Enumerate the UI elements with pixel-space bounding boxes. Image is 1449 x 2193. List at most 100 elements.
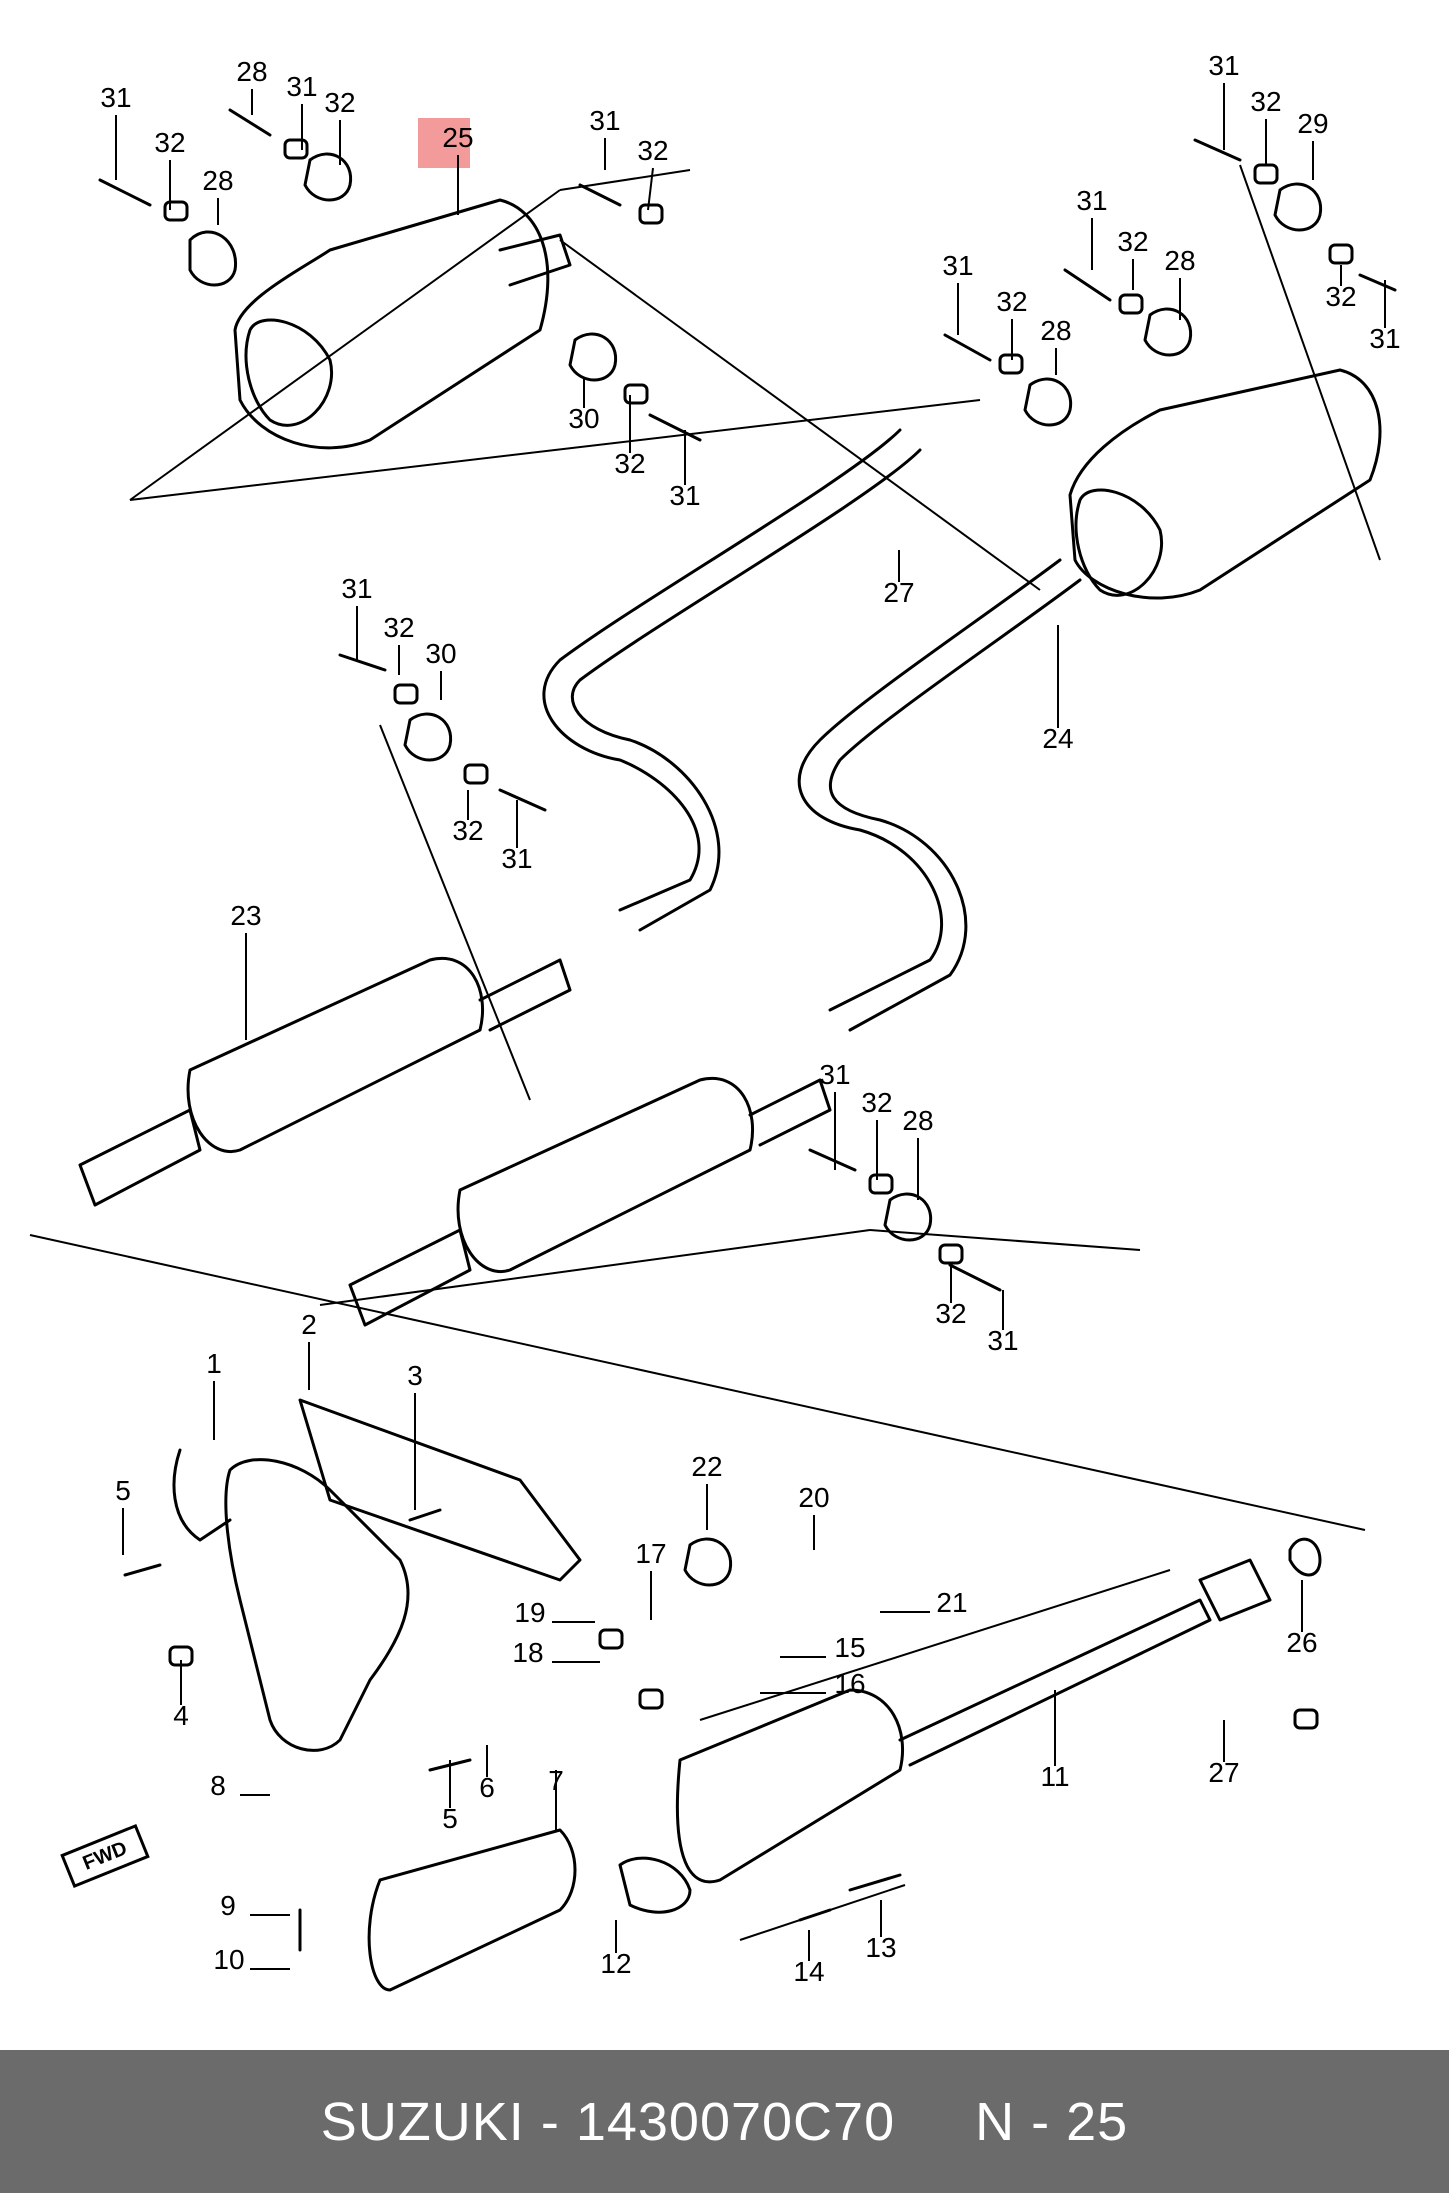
callout-31: 31 — [669, 480, 700, 511]
callout-31: 31 — [501, 843, 532, 874]
callout-10: 10 — [213, 1944, 244, 1975]
callout-30: 30 — [568, 403, 599, 434]
part-outline — [303, 152, 353, 202]
callout-32: 32 — [614, 448, 645, 479]
reference-line — [559, 239, 1041, 591]
part-outline — [172, 1448, 232, 1542]
bolt — [408, 1508, 442, 1522]
part-outline — [1143, 307, 1193, 357]
callout-32: 32 — [637, 135, 668, 166]
callout-31: 31 — [341, 573, 372, 604]
callout-32: 32 — [383, 612, 414, 643]
callout-32: 32 — [154, 127, 185, 158]
callout-1: 1 — [206, 1348, 222, 1379]
callout-31: 31 — [942, 250, 973, 281]
callout-31: 31 — [987, 1325, 1018, 1356]
reference-line — [699, 1569, 1171, 1721]
callout-29: 29 — [1297, 108, 1328, 139]
callout-21: 21 — [936, 1587, 967, 1618]
callout-7: 7 — [548, 1765, 564, 1796]
part-outline — [748, 1078, 832, 1147]
spacer — [938, 1243, 964, 1265]
reference-line — [129, 399, 981, 501]
spacer — [393, 683, 419, 705]
reference-line — [559, 169, 691, 191]
callout-15: 15 — [834, 1632, 865, 1663]
footer-separator: - — [524, 2091, 576, 2152]
part-outline — [188, 230, 237, 287]
callout-16: 16 — [834, 1668, 865, 1699]
callout-32: 32 — [996, 286, 1027, 317]
callout-22: 22 — [691, 1451, 722, 1482]
callout-18: 18 — [512, 1637, 543, 1668]
reference-line — [129, 189, 561, 501]
part-outline — [1068, 368, 1382, 600]
part-outline — [498, 233, 572, 287]
bolt — [1193, 138, 1242, 162]
footer-ref: N - 25 — [975, 2091, 1129, 2152]
callout-27: 27 — [883, 577, 914, 608]
spacer — [283, 138, 309, 160]
parts-layer — [29, 108, 1397, 1992]
part-outline — [1198, 1558, 1272, 1622]
bolt — [578, 183, 622, 207]
callout-27: 27 — [1208, 1757, 1239, 1788]
part-outline — [542, 428, 902, 912]
highlight-marker — [418, 118, 470, 168]
reference-line — [29, 1234, 1366, 1531]
part-outline — [570, 448, 922, 932]
part-outline — [568, 332, 618, 382]
part-outline — [898, 1598, 1212, 1767]
callout-25: 25 — [442, 122, 473, 153]
bolt — [948, 1263, 1002, 1292]
spacer — [163, 200, 189, 222]
callout-6: 6 — [479, 1772, 495, 1803]
footer-text: SUZUKI - 1430070C70 N - 25 — [321, 2091, 1128, 2153]
callout-4: 4 — [173, 1700, 189, 1731]
reference-line — [319, 1229, 871, 1306]
callout-28: 28 — [1164, 245, 1195, 276]
footer-gap — [895, 2092, 975, 2152]
bolt — [1358, 273, 1397, 292]
bolt — [798, 1908, 832, 1922]
callout-31: 31 — [1076, 185, 1107, 216]
spacer — [623, 383, 649, 405]
part-outline — [618, 1856, 692, 1914]
callout-14: 14 — [793, 1956, 824, 1987]
part-outline — [298, 1398, 582, 1582]
part-outline — [348, 1228, 472, 1327]
reference-line — [1239, 164, 1381, 561]
spacer — [1293, 1708, 1319, 1730]
callout-31: 31 — [819, 1059, 850, 1090]
leader-lines — [115, 83, 1386, 1970]
leader-line — [647, 167, 654, 211]
callout-17: 17 — [635, 1538, 666, 1569]
part-outline — [1023, 377, 1073, 427]
footer-part-number: 1430070C70 — [575, 2091, 896, 2152]
bolt — [648, 413, 702, 442]
callout-31: 31 — [100, 82, 131, 113]
part-outline — [478, 958, 572, 1032]
spacer — [638, 203, 664, 225]
callout-32: 32 — [1117, 226, 1148, 257]
callout-3: 3 — [407, 1360, 423, 1391]
spacer — [463, 763, 489, 785]
part-outline — [675, 1688, 905, 1884]
callout-11: 11 — [1040, 1761, 1069, 1792]
bolt — [123, 1563, 162, 1577]
bolt — [808, 1148, 857, 1172]
part-outline — [403, 712, 453, 762]
callout-5: 5 — [442, 1803, 458, 1834]
callout-5: 5 — [115, 1475, 131, 1506]
part-outline — [367, 1828, 577, 1992]
part-outline — [1273, 182, 1323, 232]
spacer — [1118, 293, 1144, 315]
callout-28: 28 — [236, 56, 267, 87]
callout-32: 32 — [1325, 281, 1356, 312]
reference-line — [869, 1229, 1141, 1251]
part-outline — [829, 578, 1082, 1032]
part-outline — [683, 1537, 733, 1587]
callout-12: 12 — [600, 1948, 631, 1979]
